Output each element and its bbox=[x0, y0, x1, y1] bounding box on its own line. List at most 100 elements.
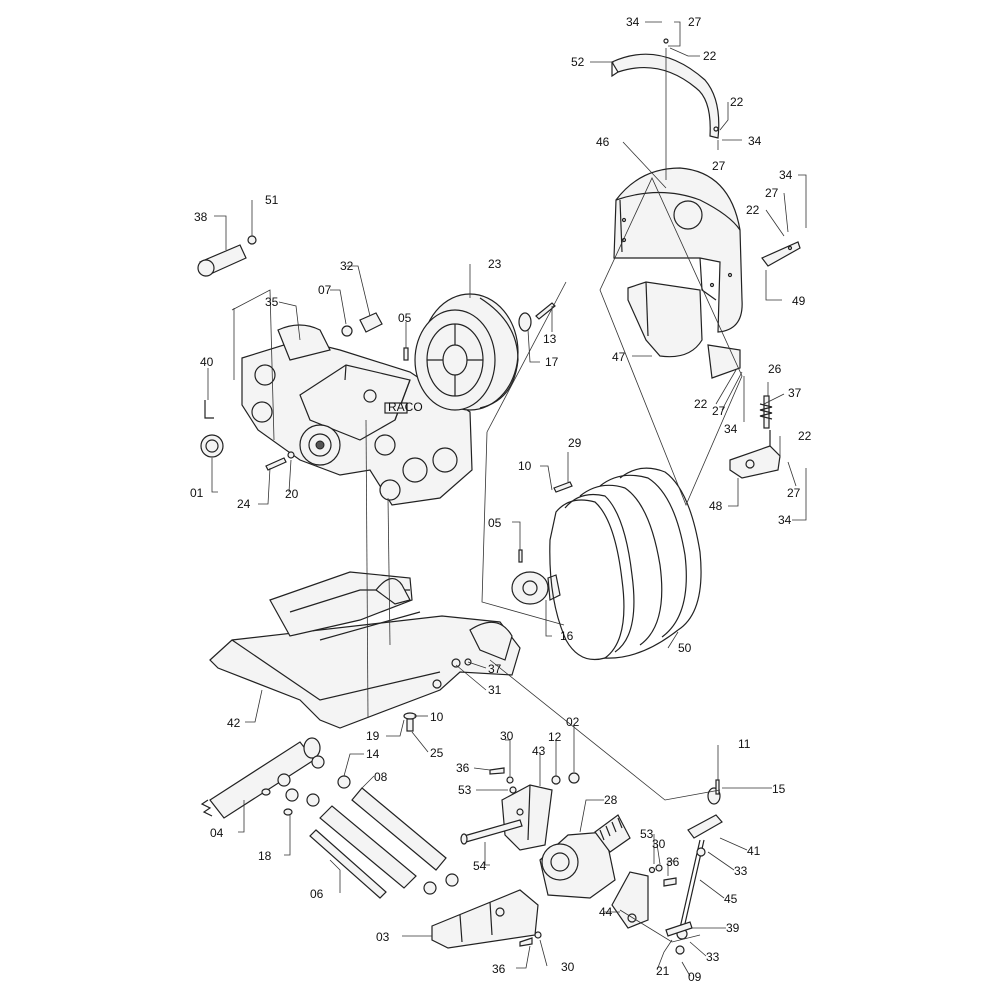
callout-34: 34 bbox=[779, 168, 793, 182]
pump-body: RACO bbox=[241, 324, 473, 506]
callout-42: 42 bbox=[227, 716, 241, 730]
callout-48: 48 bbox=[709, 499, 723, 513]
callout-36: 36 bbox=[492, 962, 506, 976]
callout-31: 31 bbox=[488, 683, 502, 697]
callout-22: 22 bbox=[746, 203, 760, 217]
callout-22: 22 bbox=[694, 397, 708, 411]
motor-bracket-43 bbox=[501, 784, 553, 851]
callout-44: 44 bbox=[599, 905, 613, 919]
callout-21: 21 bbox=[656, 964, 670, 978]
callout-36: 36 bbox=[456, 761, 470, 775]
callout-30: 30 bbox=[500, 729, 514, 743]
tension-bolt-and-spring bbox=[759, 395, 773, 429]
callout-01: 01 bbox=[190, 486, 204, 500]
callout-23: 23 bbox=[488, 257, 502, 271]
callout-27: 27 bbox=[688, 15, 702, 29]
guard-support-bracket bbox=[761, 241, 801, 267]
callout-30: 30 bbox=[561, 960, 575, 974]
callout-37: 37 bbox=[488, 662, 502, 676]
callout-34: 34 bbox=[778, 513, 792, 527]
callout-39: 39 bbox=[726, 921, 740, 935]
callout-29: 29 bbox=[568, 436, 582, 450]
suction-hose bbox=[200, 737, 321, 819]
callout-22: 22 bbox=[798, 429, 812, 443]
pulley-key bbox=[403, 347, 409, 361]
belt-guard-top-cover bbox=[611, 38, 720, 139]
motor-bracket-44 bbox=[611, 871, 649, 929]
callout-53: 53 bbox=[458, 783, 472, 797]
callout-50: 50 bbox=[678, 641, 692, 655]
pulley-hub-and-bolt bbox=[518, 302, 556, 332]
callout-25: 25 bbox=[430, 746, 444, 760]
callout-14: 14 bbox=[366, 747, 380, 761]
callout-30: 30 bbox=[652, 837, 666, 851]
callout-03: 03 bbox=[376, 930, 390, 944]
callout-24: 24 bbox=[237, 497, 251, 511]
callout-34: 34 bbox=[724, 422, 738, 436]
alignment-lines bbox=[231, 48, 743, 943]
hardware-cluster-upper bbox=[489, 767, 580, 794]
callout-26: 26 bbox=[768, 362, 782, 376]
callout-27: 27 bbox=[765, 186, 779, 200]
callout-28: 28 bbox=[604, 793, 618, 807]
callout-05: 05 bbox=[398, 311, 412, 325]
callout-36: 36 bbox=[666, 855, 680, 869]
callout-10: 10 bbox=[430, 710, 444, 724]
callout-19: 19 bbox=[366, 729, 380, 743]
pump-brand-label: RACO bbox=[388, 400, 423, 414]
callout-leaders bbox=[207, 21, 807, 977]
callout-45: 45 bbox=[724, 892, 738, 906]
callout-43: 43 bbox=[532, 744, 546, 758]
callout-41: 41 bbox=[747, 844, 761, 858]
callout-37: 37 bbox=[788, 386, 802, 400]
hardware-cluster-lower bbox=[519, 864, 677, 947]
callout-46: 46 bbox=[596, 135, 610, 149]
callout-10: 10 bbox=[518, 459, 532, 473]
callout-22: 22 bbox=[703, 49, 717, 63]
callout-07: 07 bbox=[318, 283, 332, 297]
hose-fittings-14-18 bbox=[261, 755, 351, 816]
base-frame bbox=[209, 571, 521, 729]
callout-02: 02 bbox=[566, 715, 580, 729]
callout-32: 32 bbox=[340, 259, 354, 273]
motor-pulley bbox=[511, 481, 573, 605]
callout-18: 18 bbox=[258, 849, 272, 863]
callout-13: 13 bbox=[543, 332, 557, 346]
callout-34: 34 bbox=[748, 134, 762, 148]
drive-belts bbox=[549, 467, 702, 661]
callout-12: 12 bbox=[548, 730, 562, 744]
callout-27: 27 bbox=[712, 159, 726, 173]
callout-38: 38 bbox=[194, 210, 208, 224]
outlet-fittings bbox=[341, 312, 383, 337]
callout-09: 09 bbox=[688, 970, 702, 984]
pump-mount-bolt bbox=[265, 451, 295, 471]
callout-33: 33 bbox=[734, 864, 748, 878]
callout-52: 52 bbox=[571, 55, 585, 69]
pivot-pin bbox=[460, 819, 523, 845]
callout-labels: 34 27 22 52 22 27 34 46 34 27 22 49 38 5… bbox=[190, 15, 812, 984]
belt-guard bbox=[613, 167, 743, 333]
callout-04: 04 bbox=[210, 826, 224, 840]
hose-08 bbox=[351, 787, 447, 871]
callout-06: 06 bbox=[310, 887, 324, 901]
callout-08: 08 bbox=[374, 770, 388, 784]
callout-54: 54 bbox=[473, 859, 487, 873]
callout-34: 34 bbox=[626, 15, 640, 29]
callout-53: 53 bbox=[640, 827, 654, 841]
callout-47: 47 bbox=[612, 350, 626, 364]
callout-16: 16 bbox=[560, 629, 574, 643]
tension-bracket bbox=[729, 430, 781, 479]
hydraulic-pump bbox=[423, 873, 539, 949]
pump-pulley bbox=[414, 293, 519, 411]
callout-27: 27 bbox=[787, 486, 801, 500]
callout-17: 17 bbox=[545, 355, 559, 369]
callout-27: 27 bbox=[712, 404, 726, 418]
drain-fitting bbox=[200, 400, 224, 458]
callout-05: 05 bbox=[488, 516, 502, 530]
hose-06 bbox=[309, 805, 417, 899]
inlet-fitting bbox=[197, 235, 257, 277]
callout-15: 15 bbox=[772, 782, 786, 796]
callout-35: 35 bbox=[265, 295, 279, 309]
callout-40: 40 bbox=[200, 355, 214, 369]
